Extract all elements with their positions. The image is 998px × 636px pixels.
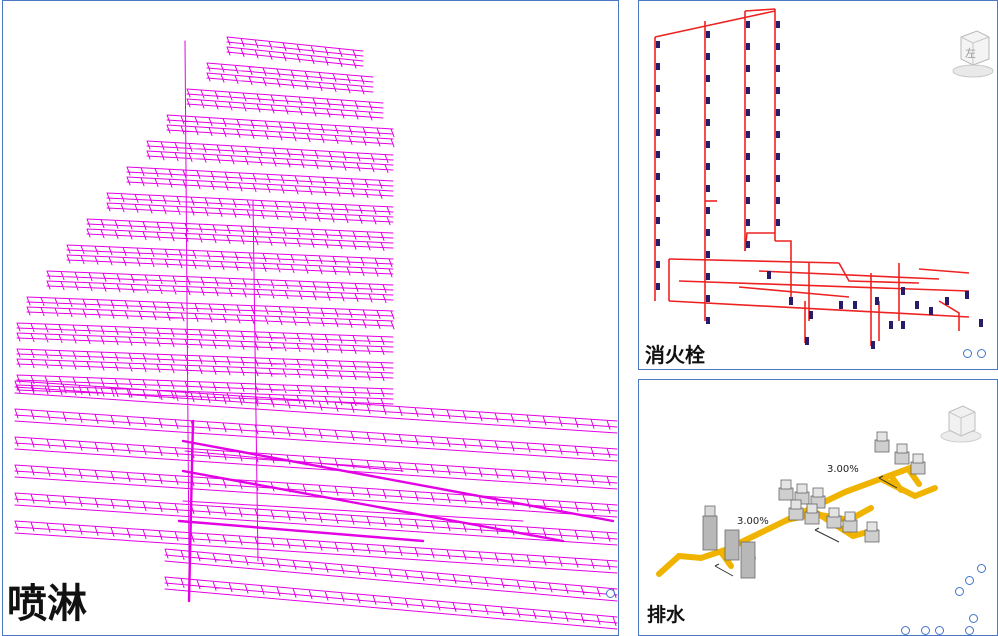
view-control-circle[interactable] bbox=[965, 576, 974, 585]
sprinkler-view-panel[interactable]: 喷淋 bbox=[2, 0, 619, 636]
view-control-circle[interactable] bbox=[955, 587, 964, 596]
drainage-view-panel[interactable]: 3.00% 3.00% 排水 bbox=[638, 379, 998, 636]
view-control-circle[interactable] bbox=[969, 614, 978, 623]
view-control-circle[interactable] bbox=[977, 349, 986, 358]
view-control-circle[interactable] bbox=[963, 349, 972, 358]
hydrant-view-panel[interactable]: 左 消火栓 bbox=[638, 0, 998, 370]
view-control-circle[interactable] bbox=[901, 626, 910, 635]
slope-label: 3.00% bbox=[827, 464, 859, 475]
view-control-circle[interactable] bbox=[921, 626, 930, 635]
hydrant-label: 消火栓 bbox=[645, 343, 705, 367]
sprinkler-label: 喷淋 bbox=[7, 581, 87, 627]
view-control-circle[interactable] bbox=[935, 626, 944, 635]
viewcube-face-label: 左 bbox=[965, 47, 976, 60]
viewcube-icon[interactable]: 左 bbox=[951, 23, 997, 85]
hydrant-pipe-network bbox=[654, 8, 983, 349]
view-control-circle[interactable] bbox=[977, 564, 986, 573]
sprinkler-pipe-network bbox=[14, 36, 618, 630]
slope-label: 3.00% bbox=[737, 516, 769, 527]
drainage-label: 排水 bbox=[647, 604, 686, 626]
view-control-circle[interactable] bbox=[606, 589, 615, 598]
drainage-pipe-network: 3.00% 3.00% bbox=[656, 431, 938, 579]
view-control-circle[interactable] bbox=[965, 626, 974, 635]
viewcube-icon[interactable] bbox=[939, 402, 985, 450]
